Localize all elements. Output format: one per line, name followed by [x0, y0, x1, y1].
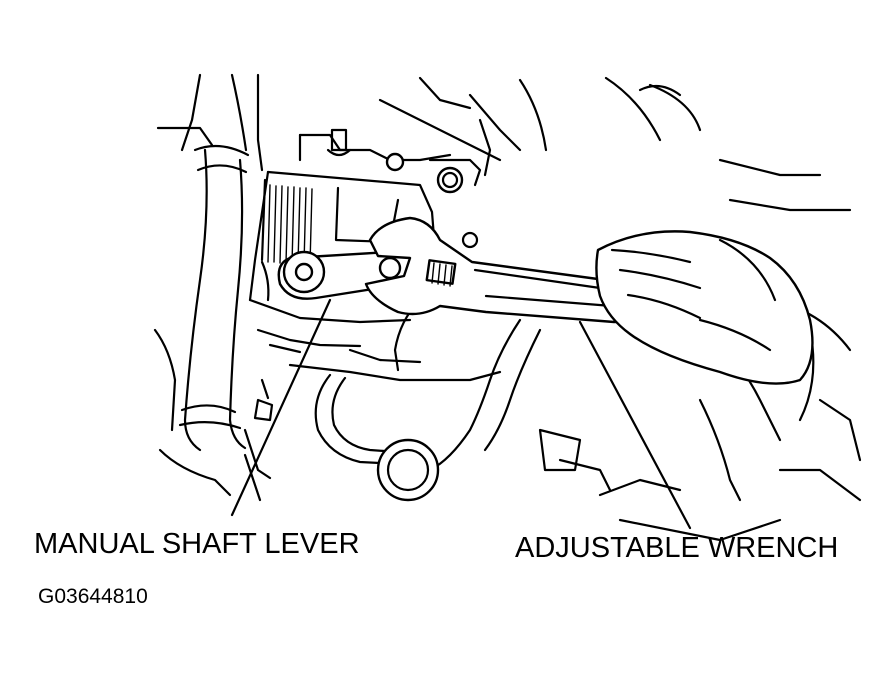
leader-line-lever — [230, 298, 332, 517]
leader-line-wrench — [578, 320, 692, 530]
figure-code: G03644810 — [38, 585, 148, 608]
adjustable-wrench-label: ADJUSTABLE WRENCH — [515, 532, 839, 564]
hose-clamp — [243, 378, 274, 480]
bolts — [326, 128, 479, 249]
manual-shaft-lever-label: MANUAL SHAFT LEVER — [34, 528, 360, 560]
hand — [595, 230, 814, 385]
adjustable-wrench-part — [364, 216, 642, 324]
left-hose — [153, 144, 262, 502]
leader-lines — [230, 298, 692, 530]
cables — [314, 298, 542, 472]
round-connector — [376, 438, 440, 502]
